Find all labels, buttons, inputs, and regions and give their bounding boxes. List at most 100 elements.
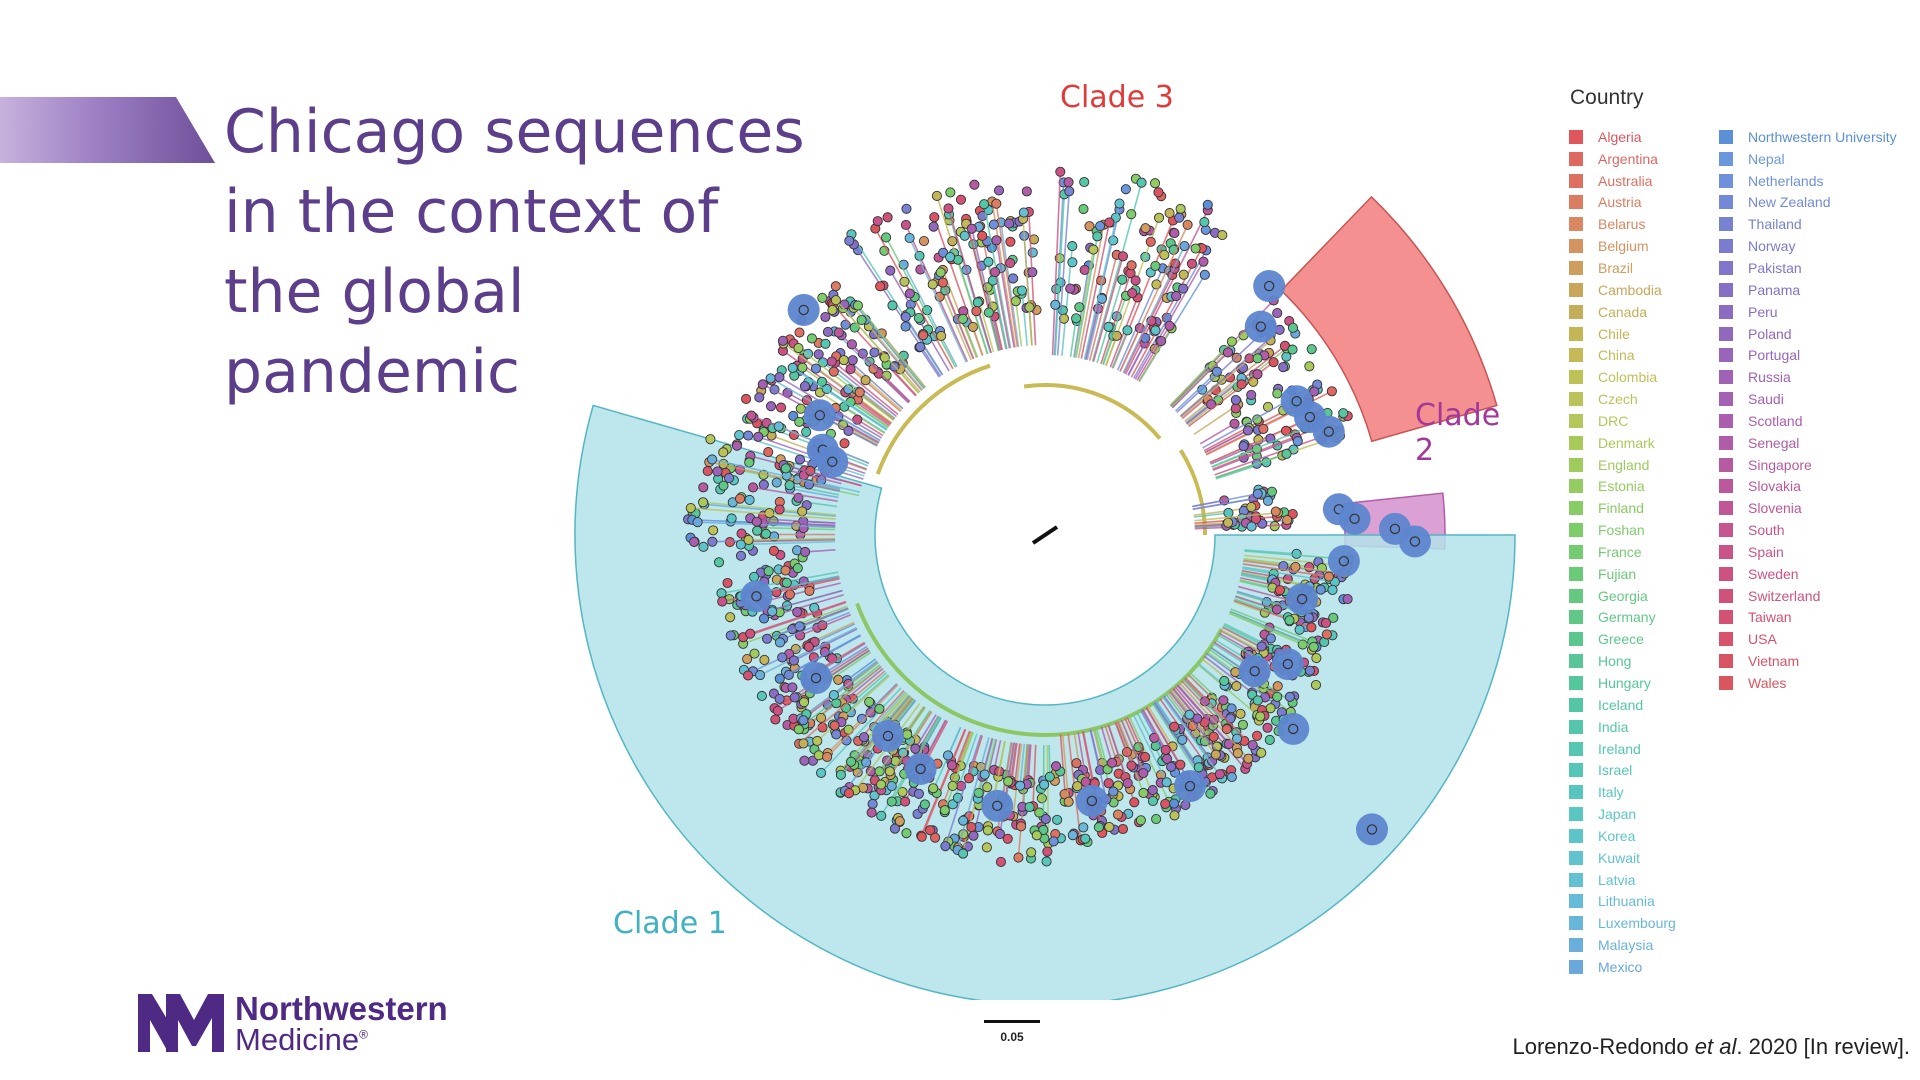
legend-swatch — [1719, 413, 1733, 428]
legend-label: Colombia — [1598, 369, 1658, 386]
tree-branch — [944, 734, 982, 847]
legend-item: Argentina — [1569, 148, 1676, 170]
tree-tip — [1294, 624, 1305, 635]
tree-tip — [973, 787, 984, 798]
northwestern-sequence-marker — [1244, 310, 1277, 343]
tree-branch — [805, 548, 836, 553]
tree-tip — [692, 517, 703, 528]
tree-tip — [901, 203, 912, 214]
tree-tip — [1127, 288, 1138, 299]
tree-tip — [856, 713, 867, 724]
tree-tip — [767, 606, 778, 617]
tree-branch — [784, 468, 842, 485]
tree-tip — [801, 426, 812, 437]
tree-branch — [1074, 249, 1095, 358]
legend-item: Lithuania — [1569, 891, 1676, 913]
legend-label: Belgium — [1598, 238, 1649, 255]
tree-tip — [1326, 386, 1337, 397]
tree-tip — [757, 379, 768, 390]
legend-label: Portugal — [1748, 347, 1801, 364]
tree-tip — [784, 480, 795, 491]
tree-tip — [798, 697, 810, 708]
tree-tip — [940, 841, 951, 852]
tree-tip — [1262, 722, 1273, 733]
tree-branch — [1171, 351, 1229, 409]
northwestern-medicine-logo: Northwestern Medicine® — [138, 990, 468, 1057]
tree-tip — [741, 393, 752, 405]
tree-tip — [902, 729, 913, 740]
legend-label: Switzerland — [1748, 587, 1821, 604]
legend-label: Peru — [1748, 303, 1778, 320]
tree-tip — [979, 769, 990, 780]
legend-label: Iceland — [1598, 696, 1644, 713]
tree-tip — [982, 782, 993, 793]
tree-tip — [939, 805, 950, 816]
tree-tip — [977, 230, 988, 241]
tree-tip — [828, 690, 839, 701]
tree-branch — [843, 406, 886, 434]
tree-tip — [756, 690, 767, 702]
tree-branch — [885, 237, 957, 368]
tree-tip — [1026, 847, 1037, 858]
tree-branch — [819, 391, 885, 435]
tree-branch — [1176, 684, 1230, 745]
tree-tip — [827, 456, 838, 467]
legend-swatch — [1719, 544, 1733, 559]
legend-swatch — [1719, 479, 1733, 494]
tree-tip — [1169, 810, 1180, 821]
tree-tip — [803, 641, 814, 652]
legend-item: India — [1569, 716, 1676, 738]
tree-tip — [1366, 824, 1378, 835]
tree-tip — [770, 714, 781, 725]
legend-label: Mexico — [1598, 958, 1643, 975]
tree-tip — [915, 341, 926, 352]
legend-item: Israel — [1569, 759, 1676, 781]
tree-branch — [1223, 622, 1278, 651]
tree-tip — [981, 842, 992, 853]
northwestern-sequence-marker — [904, 752, 937, 785]
legend-swatch — [1569, 348, 1583, 363]
tree-tip — [925, 825, 936, 836]
tree-tip — [1198, 256, 1209, 267]
legend-label: Slovenia — [1748, 500, 1802, 517]
legend-swatch — [1569, 566, 1583, 581]
tree-tip — [746, 410, 757, 421]
tree-tip — [787, 362, 798, 373]
tree-tip — [1192, 713, 1203, 724]
tree-branch — [783, 464, 843, 482]
tree-branch — [1120, 719, 1145, 774]
tree-tip — [1210, 749, 1221, 760]
tree-tip — [820, 338, 831, 349]
tree-branch — [801, 366, 890, 428]
tree-tip — [839, 438, 850, 449]
tree-tip — [860, 375, 871, 386]
legend-label: Pakistan — [1748, 259, 1802, 276]
tree-branch — [908, 237, 967, 363]
tree-tip — [1065, 283, 1076, 294]
tree-tip — [830, 295, 841, 306]
title-line-4: pandemic — [224, 337, 520, 407]
tree-tip — [882, 730, 894, 742]
tree-tip — [995, 856, 1006, 867]
tree-tip — [1282, 514, 1293, 526]
tree-tip — [875, 281, 886, 292]
tree-tip — [874, 703, 885, 714]
tree-branch — [1185, 403, 1212, 425]
tree-tip — [1024, 802, 1035, 813]
tree-branch — [800, 660, 878, 720]
tree-branch — [838, 331, 910, 403]
tree-tip — [828, 366, 839, 377]
tree-branch — [1061, 734, 1070, 802]
tree-tip — [1063, 796, 1074, 807]
tree-tip — [717, 596, 728, 607]
tree-tip — [1246, 502, 1257, 513]
legend-item: Fujian — [1569, 563, 1676, 585]
tree-tip — [758, 613, 770, 624]
legend-item: Foshan — [1569, 519, 1676, 541]
tree-branch — [923, 717, 942, 748]
legend-item: Greece — [1569, 628, 1676, 650]
tree-tip — [784, 589, 795, 600]
tree-tip — [1171, 290, 1182, 302]
tree-tip — [799, 381, 811, 392]
